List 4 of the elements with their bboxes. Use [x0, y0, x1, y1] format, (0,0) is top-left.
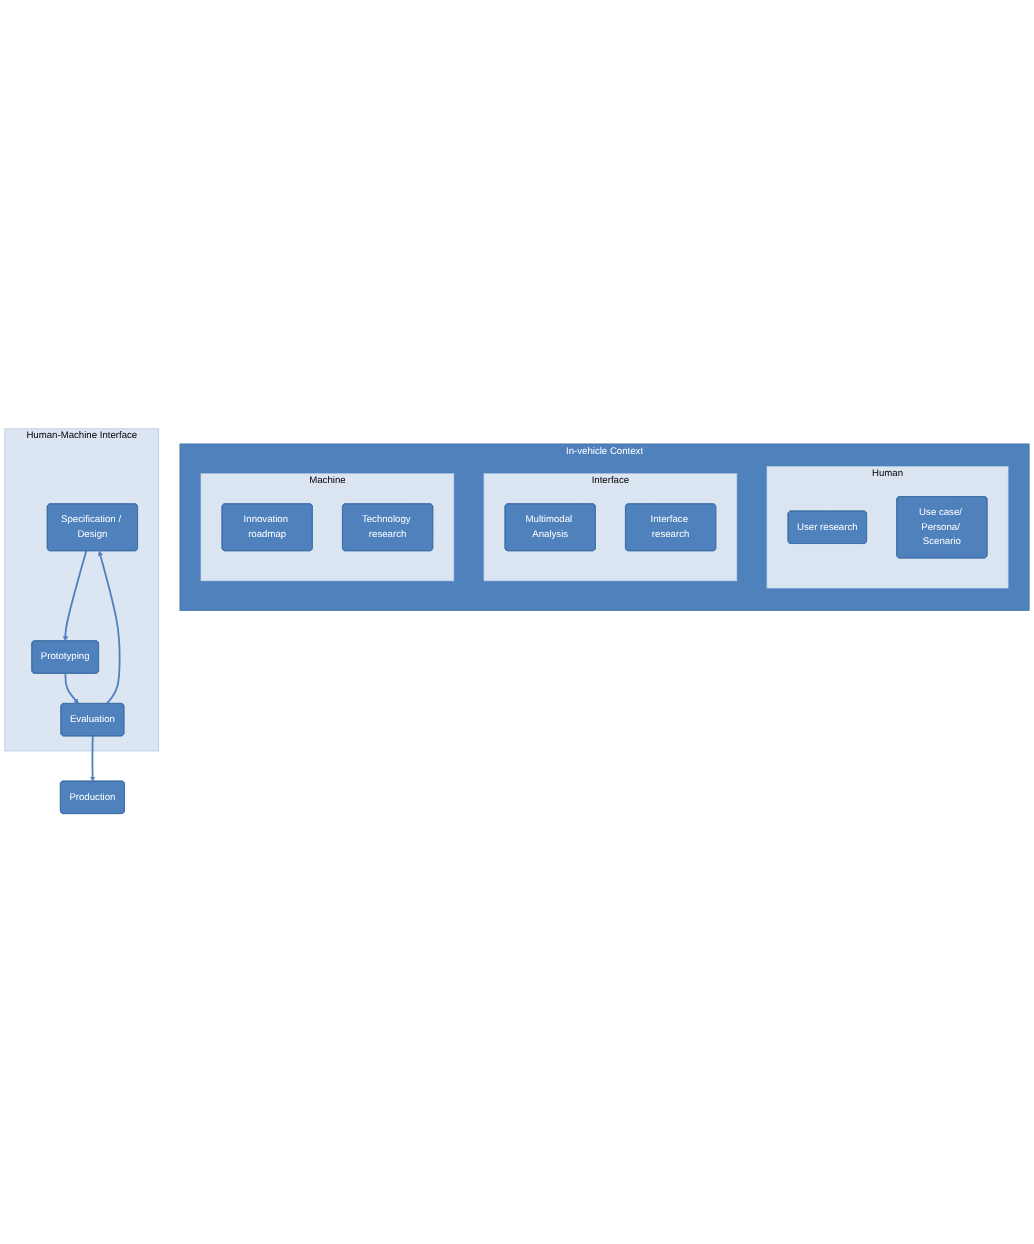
arrow: [97, 551, 121, 706]
arrow: [62, 550, 88, 643]
arrow: [64, 673, 79, 705]
arrow: [89, 736, 96, 783]
